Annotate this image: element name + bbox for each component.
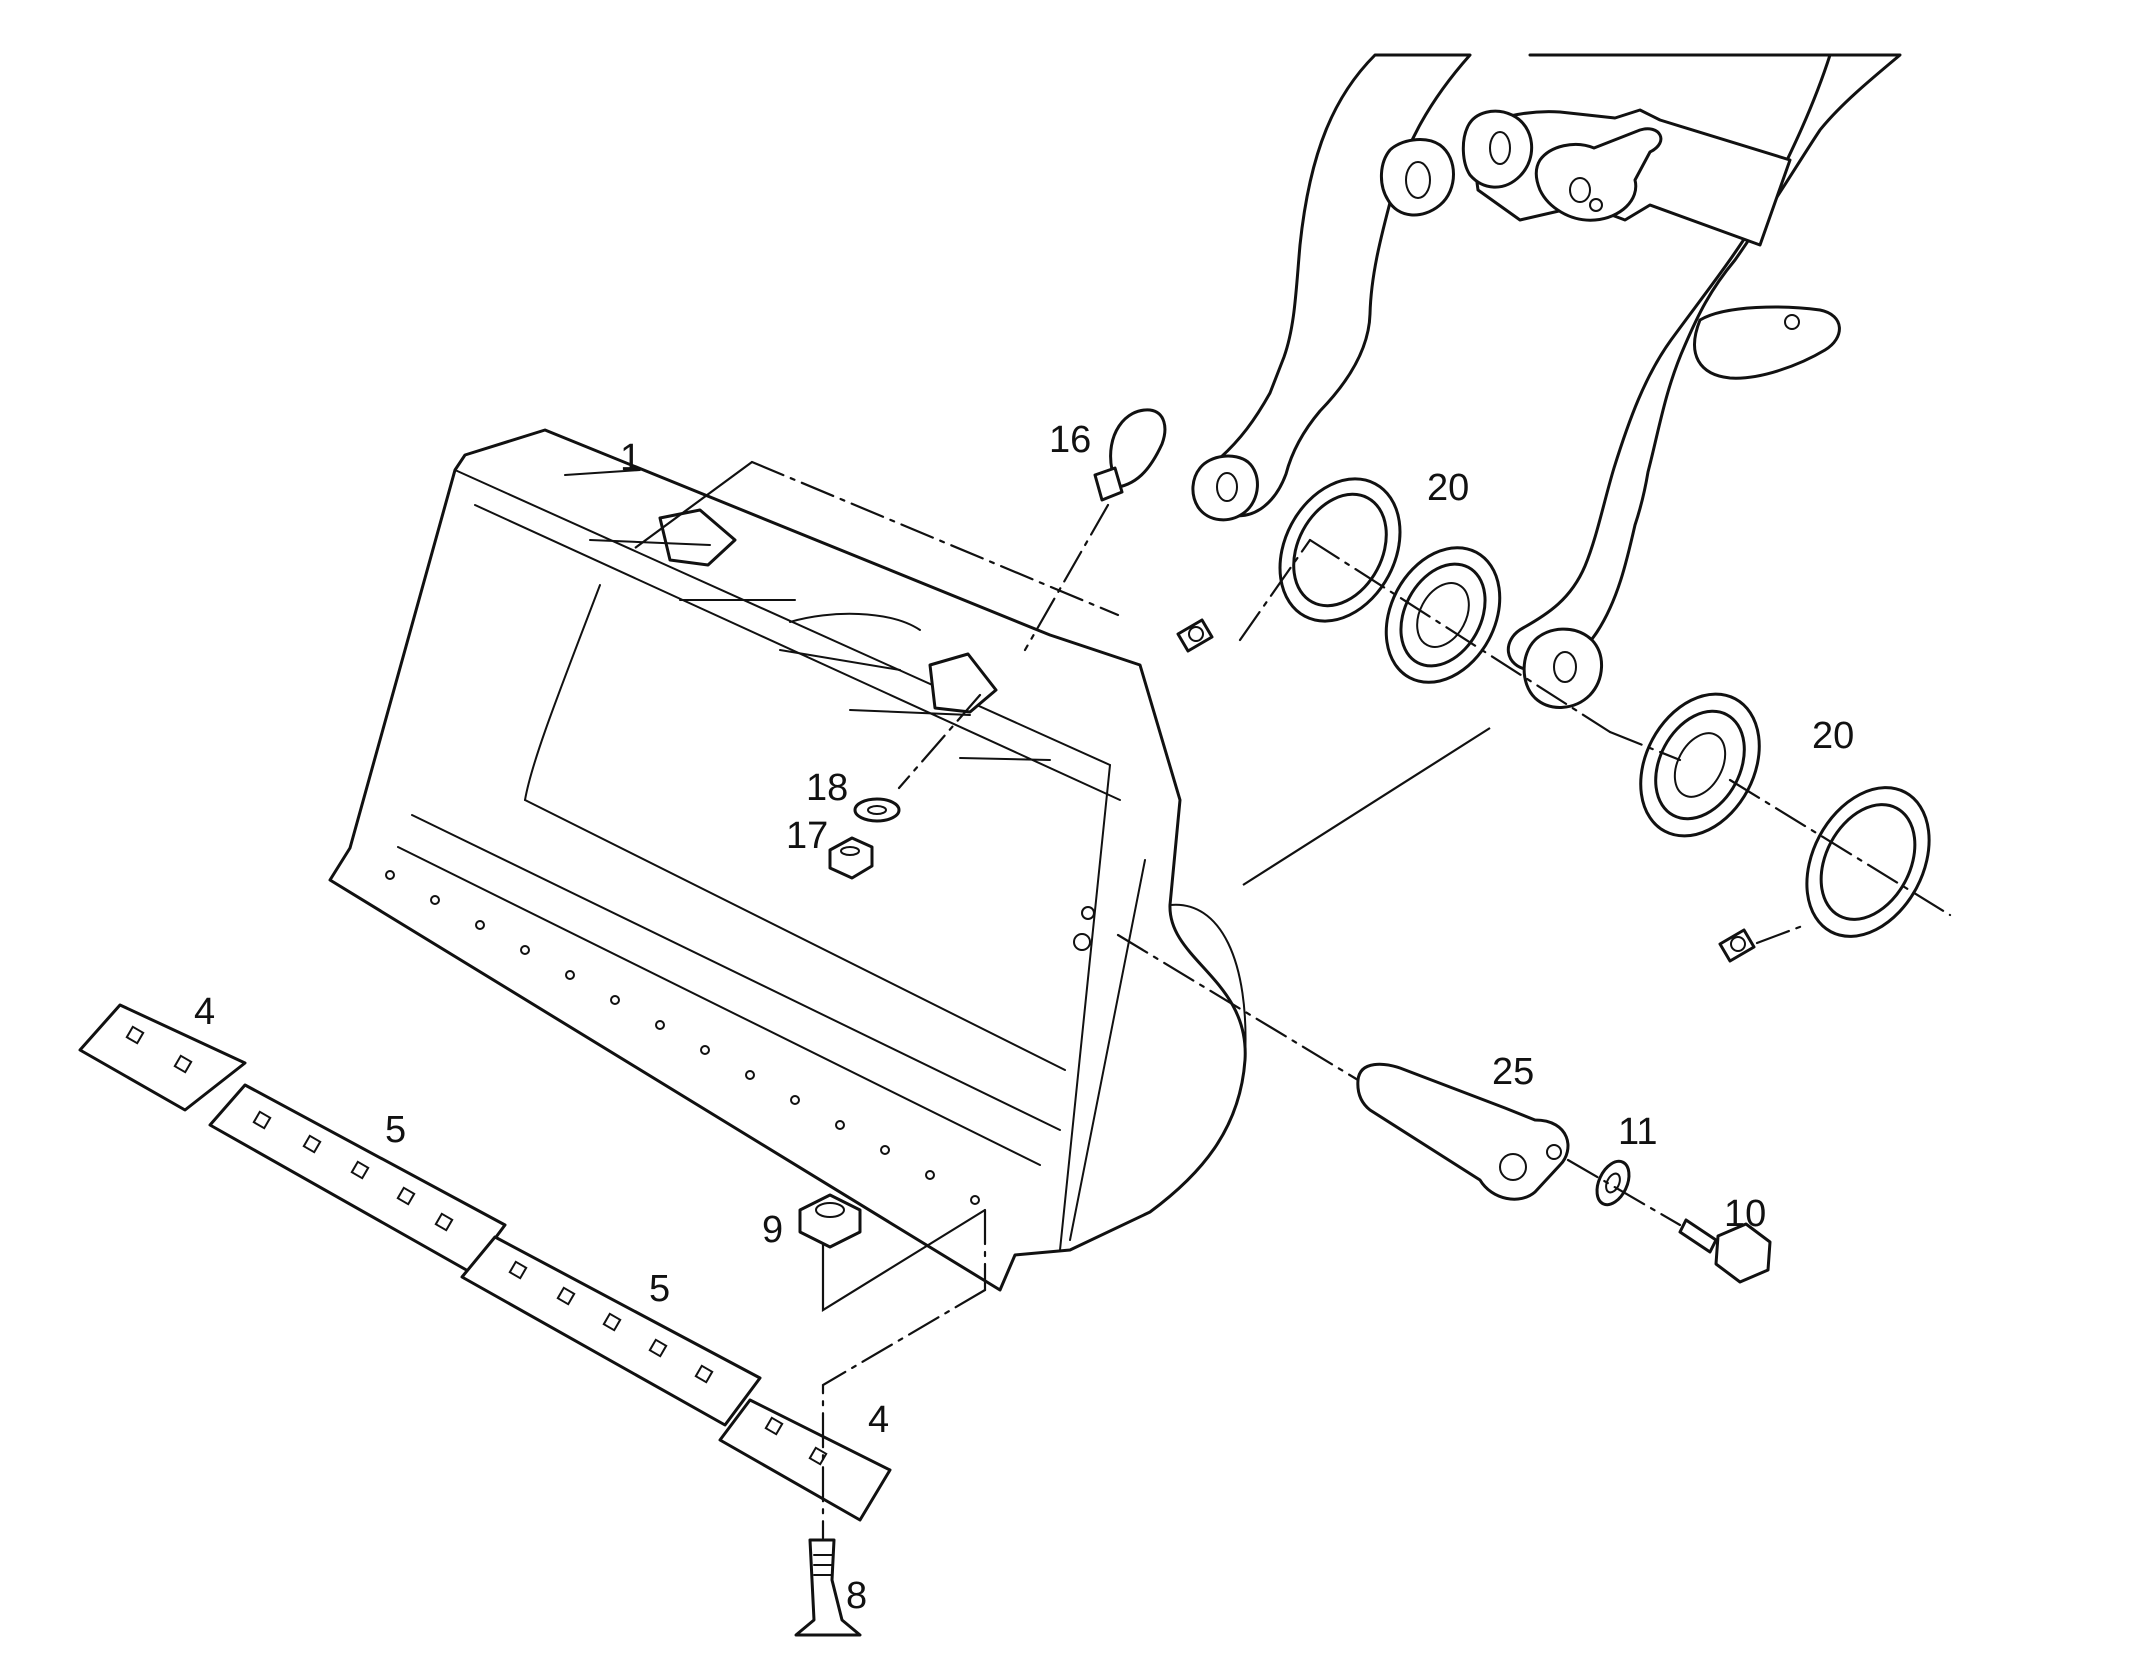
callout-5-upper: 5: [385, 1109, 406, 1151]
bearing-ring-lower-group: [1639, 692, 1931, 963]
cutting-edge-upper: [208, 1083, 507, 1274]
callout-20-lower: 20: [1812, 715, 1854, 757]
callout-4-right: 4: [868, 1399, 889, 1441]
callout-4-left: 4: [194, 991, 215, 1033]
loader-bucket: [328, 428, 1247, 1292]
callout-18: 18: [806, 767, 848, 809]
hex-bolt-10: [1678, 1218, 1772, 1284]
hinge-pin: [1356, 1062, 1570, 1201]
grease-fitting-cap: [1093, 408, 1167, 502]
bearing-ring-upper-group: [1176, 477, 1502, 684]
callout-10: 10: [1724, 1193, 1766, 1235]
washer-11: [1595, 1159, 1631, 1207]
assembly-leader-lines: [634, 460, 1952, 1540]
callout-20-upper: 20: [1427, 467, 1469, 509]
callout-17: 17: [786, 815, 828, 857]
nut-and-washer-top: [828, 797, 901, 880]
plow-bolt: [794, 1538, 862, 1637]
wear-plate-right: [718, 1398, 892, 1522]
hex-nut-bucket: [798, 1193, 862, 1249]
bucket-bolt-holes: [385, 870, 980, 1205]
loader-arm-frame: [1191, 53, 1902, 709]
callout-11: 11: [1618, 1111, 1657, 1153]
callout-1: 1: [620, 437, 641, 479]
wear-plate-left: [78, 1003, 247, 1112]
cutting-edge-lower: [460, 1235, 762, 1427]
callout-25: 25: [1492, 1051, 1534, 1093]
part-callouts: 1 16 18 17 20 20 4 5 5 4 9 8 25 11 10: [194, 419, 1854, 1617]
callout-8: 8: [846, 1575, 867, 1617]
callout-9: 9: [762, 1209, 783, 1251]
callout-16: 16: [1049, 419, 1091, 461]
callout-5-lower: 5: [649, 1268, 670, 1310]
